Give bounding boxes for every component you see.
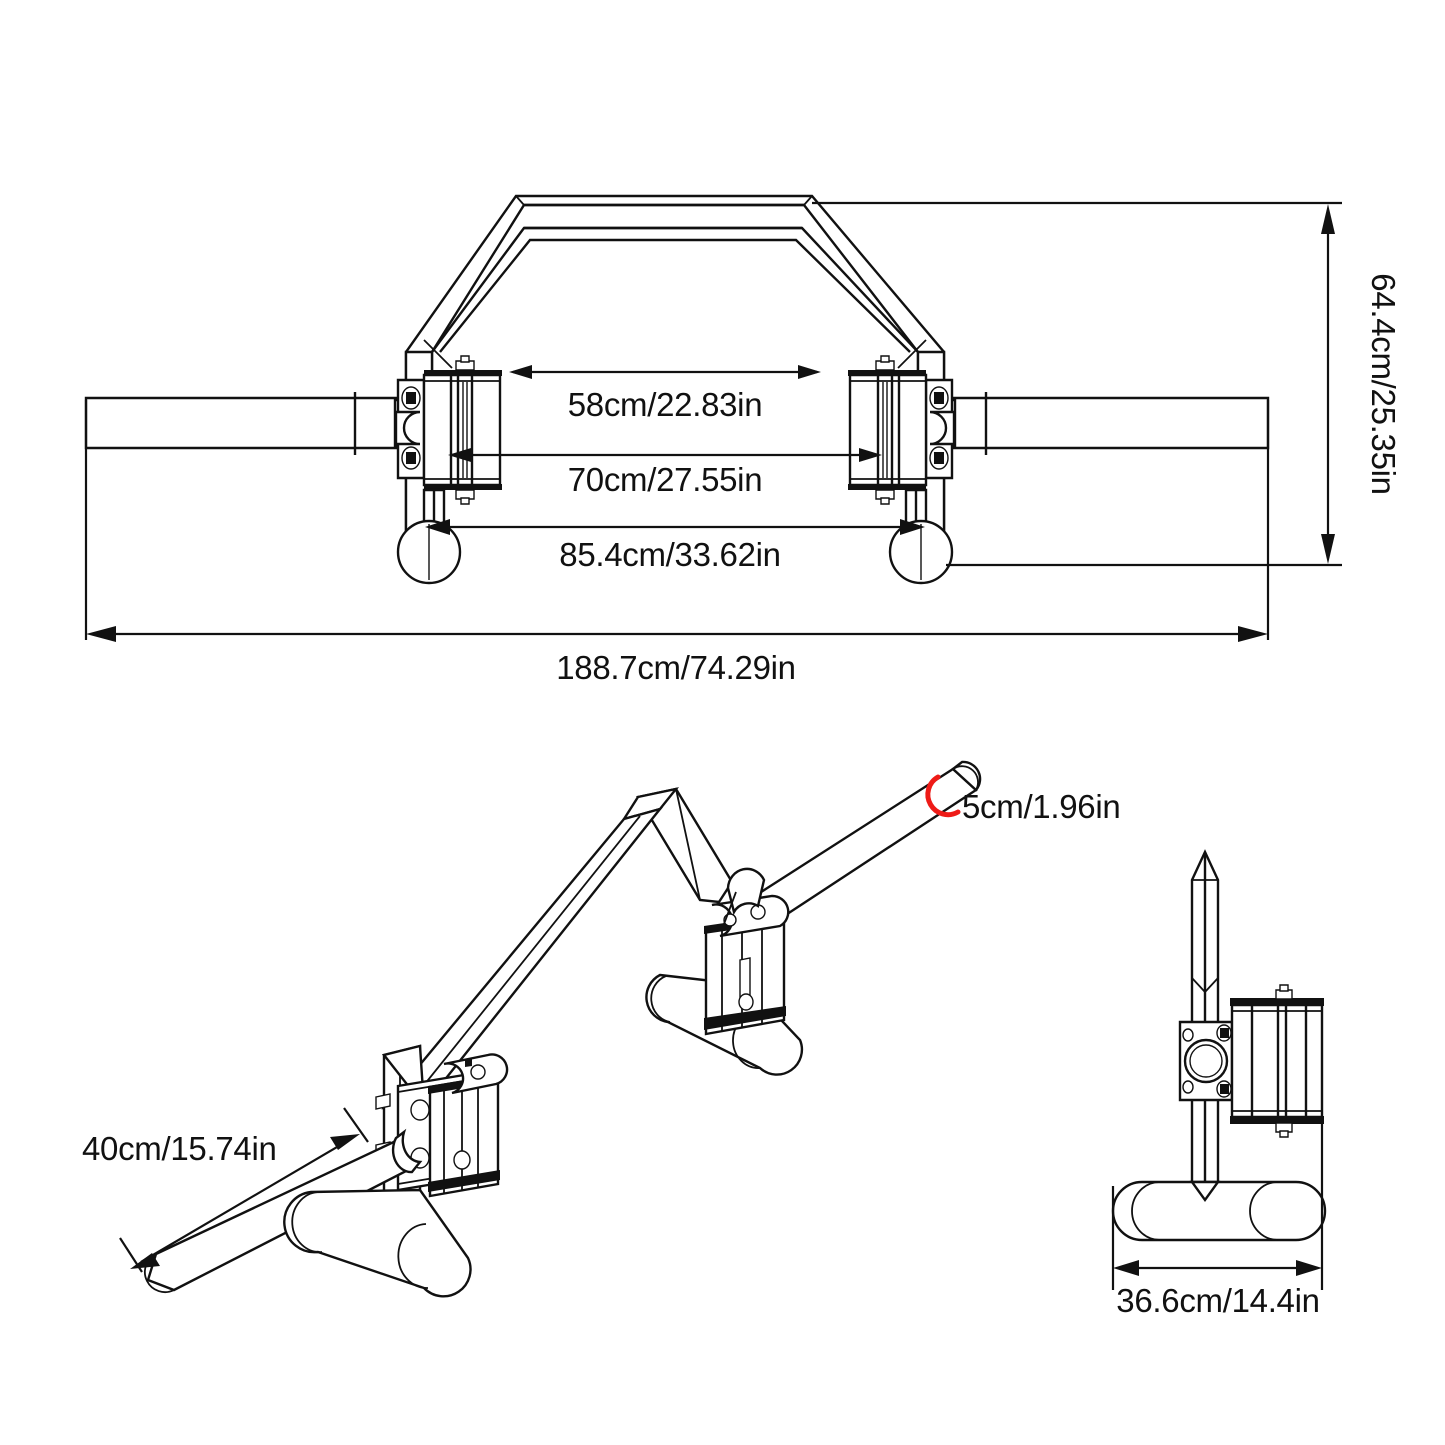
iso-left-sleeve-40cm	[143, 1128, 423, 1293]
side-foot-handle	[1111, 1180, 1327, 1242]
dim-label-36-6cm: 36.6cm/14.4in	[1116, 1282, 1319, 1319]
dim-label-40cm: 40cm/15.74in	[82, 1130, 277, 1167]
sleeve-diameter-accent-arc	[925, 774, 961, 818]
dim-58cm: 58cm/22.83in	[509, 365, 821, 423]
dim-64-4cm: 64.4cm/25.35in	[812, 201, 1402, 567]
left-sleeve	[84, 392, 422, 455]
iso-frame-upper-arm	[621, 787, 734, 904]
left-post-clamp-assembly	[394, 350, 502, 585]
dim-label-70cm: 70cm/27.55in	[568, 461, 763, 498]
dim-label-85-4cm: 85.4cm/33.62in	[559, 536, 780, 573]
hex-top-rail	[524, 203, 804, 241]
dim-188-7cm: 188.7cm/74.29in	[84, 400, 1270, 686]
dim-label-64-4cm: 64.4cm/25.35in	[1365, 273, 1402, 494]
dim-36-6cm: 36.6cm/14.4in	[1111, 1120, 1324, 1319]
isometric-view-group: 5cm/1.96in	[82, 760, 1121, 1298]
iso-upper-sleeve: 5cm/1.96in	[745, 760, 1121, 926]
side-grip-housing	[1230, 984, 1324, 1138]
dim-70cm: 70cm/27.55in	[448, 448, 882, 498]
iso-left-foot-roller	[283, 1188, 472, 1298]
top-view-group: 58cm/22.83in 70cm/27.55in 85.4cm/33.62in…	[84, 194, 1402, 686]
iso-middle-clamp	[704, 867, 790, 1036]
side-clamp-plate	[1178, 1020, 1234, 1102]
right-sleeve	[928, 392, 1270, 455]
dim-40cm: 40cm/15.74in	[82, 1107, 369, 1273]
dim-label-188-7cm: 188.7cm/74.29in	[556, 649, 796, 686]
dim-label-58cm: 58cm/22.83in	[568, 386, 763, 423]
side-view-group: 36.6cm/14.4in	[1111, 849, 1327, 1319]
dim-85-4cm: 85.4cm/33.62in	[425, 519, 925, 573]
dim-label-5cm: 5cm/1.96in	[962, 788, 1120, 825]
